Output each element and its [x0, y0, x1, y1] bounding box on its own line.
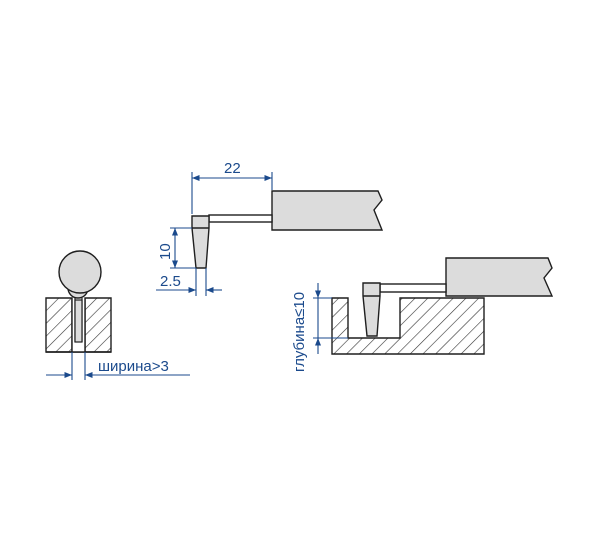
- probe-head: [58, 250, 102, 294]
- stylus-tip: [191, 215, 210, 269]
- groove-block: [331, 297, 485, 355]
- width-label: ширина>3: [98, 358, 169, 375]
- right-stylus-tip: [362, 282, 381, 337]
- tip-dimension: [156, 268, 222, 296]
- right-stylus-rod: [379, 283, 447, 293]
- holder-body: [271, 190, 384, 231]
- stylus-profile: [191, 190, 384, 269]
- length-dimension: [191, 172, 273, 214]
- depth-label: глубина≤10: [291, 292, 308, 372]
- height-label: 10: [157, 243, 174, 260]
- stylus-rod: [208, 214, 273, 223]
- height-dimension: [170, 227, 196, 269]
- tip-label: 2.5: [160, 273, 181, 290]
- depth-dimension: [313, 283, 348, 354]
- length-label: 22: [224, 160, 241, 177]
- right-stylus: [362, 257, 554, 337]
- width-dimension: [46, 352, 190, 380]
- left-slot-view: [45, 250, 112, 353]
- right-holder-body: [445, 257, 554, 297]
